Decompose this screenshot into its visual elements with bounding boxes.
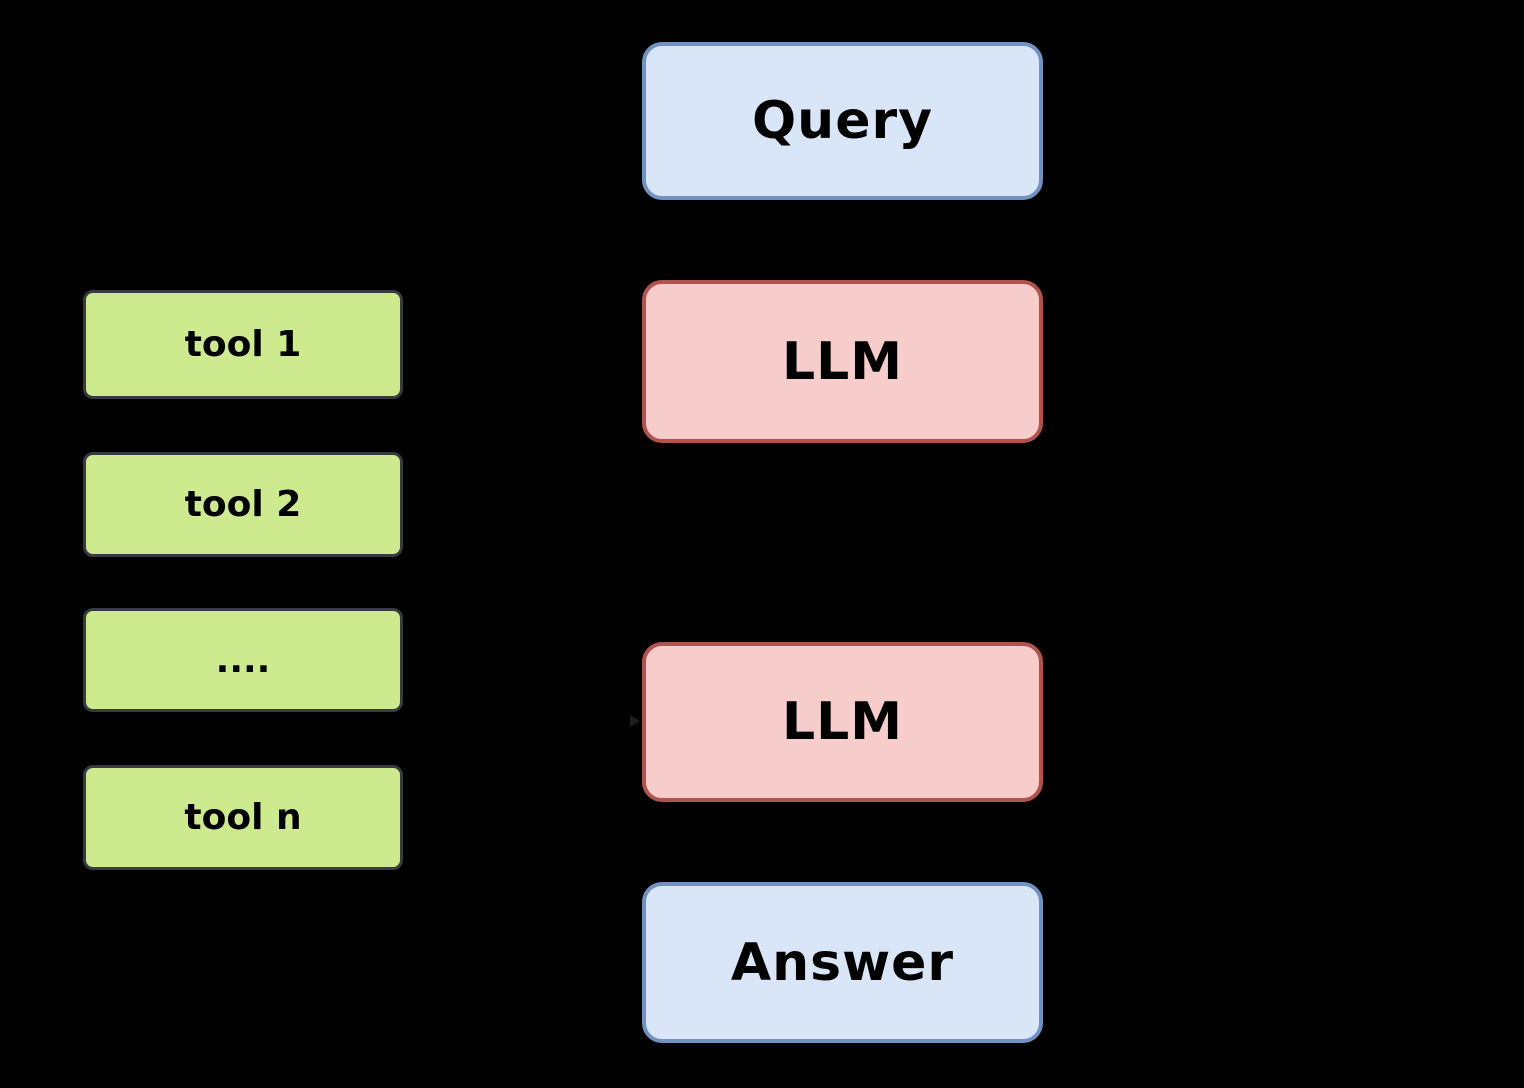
query-box: Query: [642, 42, 1043, 200]
tool-n-label: tool n: [184, 797, 302, 838]
tool-ellipsis-box: ....: [83, 608, 403, 712]
tool-2-box: tool 2: [83, 452, 403, 557]
answer-label: Answer: [730, 932, 955, 993]
tool-2-label: tool 2: [184, 484, 302, 525]
query-label: Query: [751, 91, 934, 151]
tool-1-label: tool 1: [184, 324, 302, 365]
llm-1-label: LLM: [781, 331, 903, 392]
tool-ellipsis-label: ....: [215, 639, 271, 681]
tool-n-box: tool n: [83, 765, 403, 870]
answer-box: Answer: [642, 882, 1043, 1043]
llm-2-label: LLM: [781, 692, 903, 752]
llm-1-box: LLM: [642, 280, 1043, 443]
tool-1-box: tool 1: [83, 290, 403, 399]
llm-2-box: LLM: [642, 642, 1043, 802]
arrowhead-artifact-icon: [630, 715, 640, 727]
